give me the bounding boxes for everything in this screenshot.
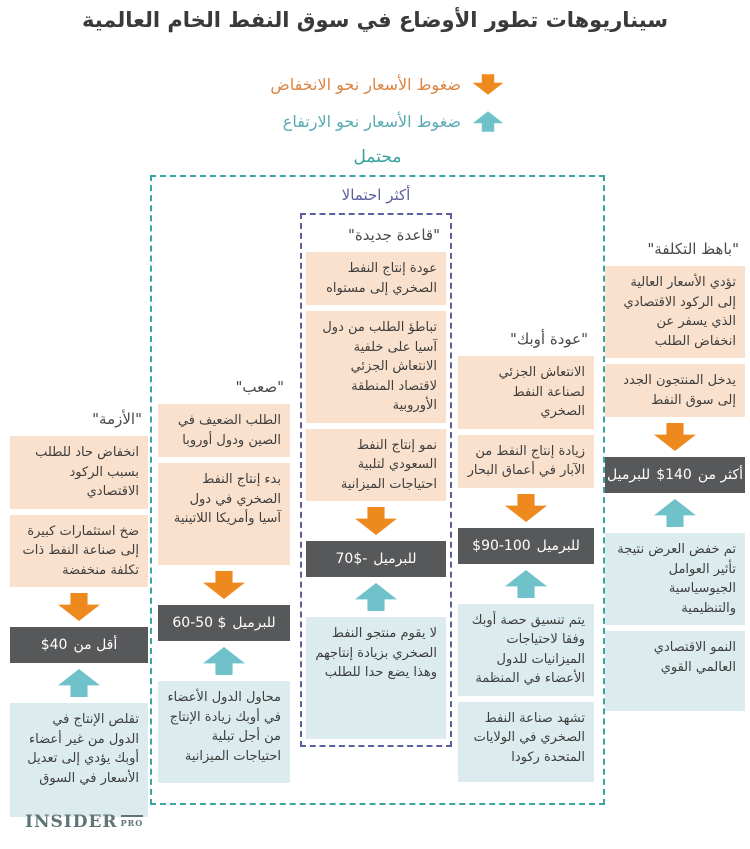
pressure-down-box: تؤدي الأسعار العالية إلى الركود الاقتصاد… (605, 266, 745, 358)
legend: ضغوط الأسعار نحو الانخفاض ضغوط الأسعار ن… (270, 70, 505, 135)
page-title: سيناريوهات تطور الأوضاع في سوق النفط الخ… (82, 8, 668, 32)
pressure-down-box: الطلب الضعيف في الصين ودول أوروبا (158, 404, 290, 457)
up-arrow-icon (158, 647, 290, 675)
up-arrow-icon (10, 669, 148, 697)
logo-main-text: INSIDER (25, 812, 118, 832)
pressure-down-box: زيادة إنتاج النفط من الآبار في أعماق الب… (458, 434, 594, 488)
logo-sub-text: PRO (120, 815, 144, 828)
price-label: للبرميل (232, 615, 276, 631)
pressure-up-box: محاول الدول الأعضاء في أوبك زيادة الإنتا… (158, 681, 290, 783)
down-arrow-icon (471, 70, 505, 98)
price-box: 70$- للبرميل (306, 541, 446, 577)
pressure-down-box: يدخل المنتجون الجدد إلى سوق النفط (605, 364, 745, 417)
up-arrow-icon (471, 107, 505, 135)
pressure-up-box: يتم تنسيق حصة أوبك وفقا لاحتياجات الميزا… (458, 603, 594, 696)
scenario-title: "عودة أوبك" (509, 330, 588, 348)
price-box: 60-50 $ للبرميل (158, 605, 290, 641)
scenario-title: "باهظ التكلفة" (647, 240, 739, 258)
pressure-down-box: الانتعاش الجزئي لصناعة النفط الصخري (458, 356, 594, 429)
pressure-down-box: عودة إنتاج النفط الصخري إلى مستواه (306, 252, 446, 305)
up-arrow-icon (306, 583, 446, 611)
legend-row-up: ضغوط الأسعار نحو الارتفاع (270, 107, 505, 135)
price-label: للبرميل (373, 551, 417, 567)
pressure-down-box: انخفاض حاد للطلب بسبب الركود الاقتصادي (10, 436, 148, 509)
scenario-title: "قاعدة جديدة" (347, 226, 440, 244)
probable-group-box (150, 175, 605, 805)
scenario-column-crisis: "الأزمة" انخفاض حاد للطلب بسبب الركود ال… (10, 410, 148, 817)
scenario-column-opec-return: "عودة أوبك" الانتعاش الجزئي لصناعة النفط… (458, 330, 594, 782)
price-value: 70$- (335, 551, 368, 567)
price-box: $40 أقل من (10, 627, 148, 663)
price-prefix: أكثر من (697, 467, 743, 483)
down-arrow-icon (158, 571, 290, 599)
scenario-title: "الأزمة" (92, 410, 142, 428)
most-probable-label: أكثر احتمالا (341, 186, 411, 204)
up-arrow-icon (458, 569, 594, 598)
pressure-down-box: تباطؤ الطلب من دول آسيا على خلفية الانتع… (306, 311, 446, 423)
price-box: $90-100 للبرميل (458, 527, 594, 564)
price-box: للبرميل $140 أكثر من (605, 457, 745, 493)
price-value: $40 (40, 637, 68, 653)
down-arrow-icon (10, 593, 148, 621)
pressure-up-box: النمو الاقتصادي العالمي القوي (605, 631, 745, 711)
legend-down-label: ضغوط الأسعار نحو الانخفاض (270, 74, 461, 94)
down-arrow-icon (458, 493, 594, 522)
pressure-down-box: نمو إنتاج النفط السعودي لتلبية احتياجات … (306, 428, 446, 501)
price-value: $140 (656, 467, 692, 483)
scenario-column-costly: "باهظ التكلفة" تؤدي الأسعار العالية إلى … (605, 240, 745, 711)
most-probable-group-box (300, 213, 452, 747)
down-arrow-icon (306, 507, 446, 535)
down-arrow-icon (605, 423, 745, 451)
pressure-up-box: تم خفض العرض نتيجة تأثير العوامل الجيوسي… (605, 533, 745, 625)
scenario-column-new-base: "قاعدة جديدة" عودة إنتاج النفط الصخري إل… (306, 226, 446, 739)
legend-row-down: ضغوط الأسعار نحو الانخفاض (270, 70, 505, 98)
pressure-up-box: لا يقوم منتجو النفط الصخري بزيادة إنتاجه… (306, 617, 446, 739)
probable-label: محتمل (353, 147, 402, 167)
pressure-up-box: تقلص الإنتاج في الدول من غير أعضاء أوبك … (10, 703, 148, 817)
price-value: 60-50 $ (172, 615, 227, 631)
price-label: للبرميل (536, 537, 580, 554)
scenario-column-hard: "صعب" الطلب الضعيف في الصين ودول أوروبا … (158, 378, 290, 783)
pressure-down-box: بدء إنتاج النفط الصخري في دول آسيا وأمري… (158, 463, 290, 565)
legend-up-label: ضغوط الأسعار نحو الارتفاع (282, 111, 461, 131)
price-label: للبرميل (607, 467, 651, 483)
up-arrow-icon (605, 499, 745, 527)
price-value: $90-100 (472, 537, 531, 554)
pressure-up-box: تشهد صناعة النفط الصخري في الولايات المت… (458, 701, 594, 782)
price-label: أقل من (73, 637, 118, 653)
pressure-down-box: ضخ استثمارات كبيرة إلى صناعة النفط ذات ت… (10, 514, 148, 587)
insider-pro-logo: INSIDER PRO (25, 812, 144, 832)
scenario-title: "صعب" (235, 378, 284, 396)
